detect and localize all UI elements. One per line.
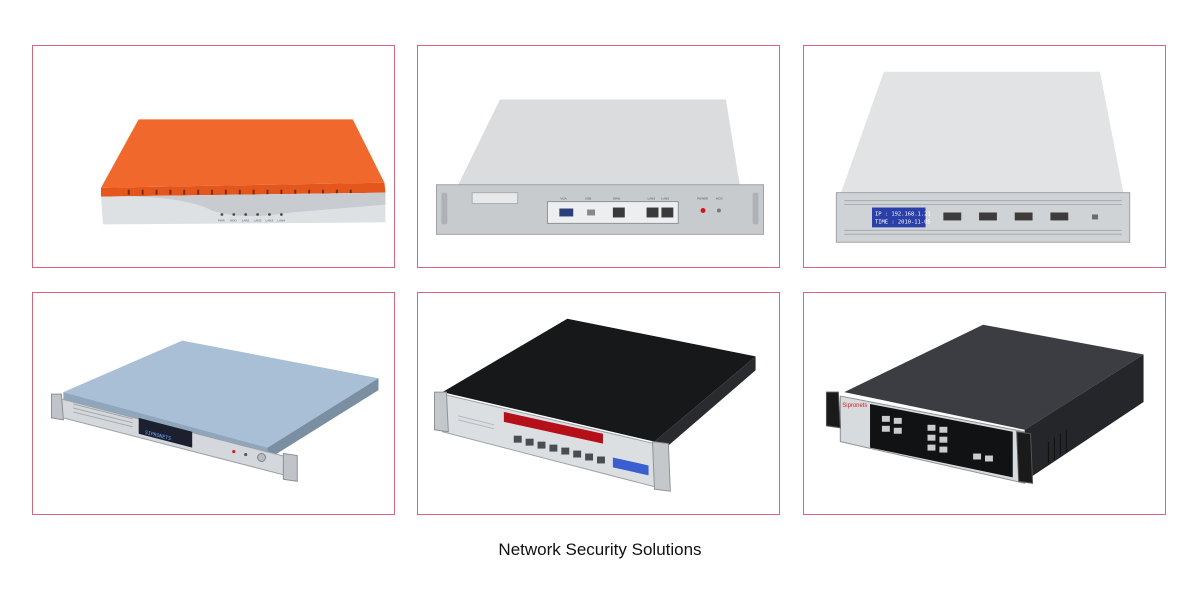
lcd-time-line: TIME : 2010-11-05 (875, 219, 931, 225)
front-lcd (612, 457, 649, 476)
product-card-blue-1u-rackmount: SIPRONETS (32, 292, 395, 515)
product-card-dark-2u-rackmount: Sipronets (803, 292, 1166, 515)
orange-appliance-image: PWR HDD LAN1 LAN2 LAN3 LAN4 (101, 119, 386, 225)
front-lcd (138, 417, 193, 448)
panel-label: WAN (613, 197, 620, 201)
panel-label: USB (585, 197, 591, 201)
blue-1u-rackmount-image: SIPRONETS (50, 340, 379, 482)
dark-2u-rackmount-image: Sipronets (825, 324, 1144, 484)
page-caption: Network Security Solutions (498, 540, 702, 559)
panel-label: VGA (560, 197, 566, 201)
panel-label: POWER (697, 197, 708, 201)
panel-label: LAN2 (254, 218, 262, 222)
product-card-grey-1u-appliance: VGA USB WAN LAN1 LAN2 POWER HDD (417, 45, 780, 268)
panel-label: PWR (218, 218, 225, 222)
panel-label: LAN1 (242, 218, 250, 222)
product-card-silver-lcd-appliance: IP : 192.168.1.21 TIME : 2010-11-05 (803, 45, 1166, 268)
panel-label: HDD (716, 197, 724, 201)
lcd-display (872, 207, 926, 228)
panel-label: LAN1 (648, 197, 656, 201)
panel-label: LAN3 (266, 218, 274, 222)
grey-1u-appliance-image: VGA USB WAN LAN1 LAN2 POWER HDD (435, 99, 765, 235)
product-card-orange-appliance: PWR HDD LAN1 LAN2 LAN3 LAN4 (32, 45, 395, 268)
product-card-black-1u-rackmount (417, 292, 780, 515)
black-1u-rackmount-image (433, 318, 756, 492)
panel-label: LAN4 (277, 218, 285, 222)
panel-label: HDD (230, 218, 238, 222)
red-accent-strip (503, 411, 603, 444)
panel-label: LAN2 (661, 197, 669, 201)
silver-lcd-appliance-image: IP : 192.168.1.21 TIME : 2010-11-05 (835, 71, 1131, 243)
brand-logo-text: Sipronets (842, 403, 867, 409)
lcd-ip-line: IP : 192.168.1.21 (875, 211, 931, 217)
